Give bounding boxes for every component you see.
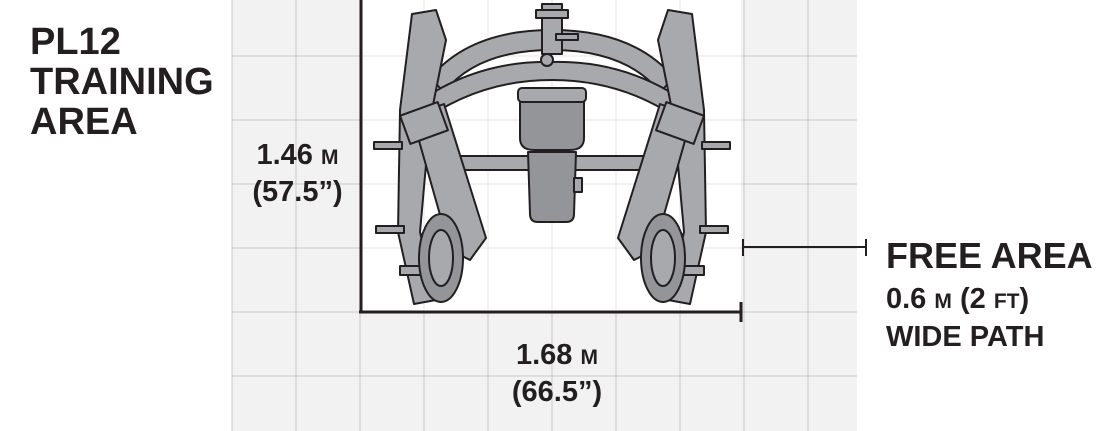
training-area-title: PL12 TRAINING AREA xyxy=(30,22,214,142)
free-area-imperial-value: (2 xyxy=(959,283,986,315)
title-line-1: PL12 xyxy=(30,21,121,63)
depth-imperial: (57.5”) xyxy=(252,176,343,208)
free-area-leader xyxy=(742,239,867,256)
width-metric-value: 1.68 xyxy=(515,339,573,371)
depth-metric-value: 1.46 xyxy=(256,139,313,171)
title-line-3: AREA xyxy=(30,101,138,143)
free-area-metric-unit: M xyxy=(934,290,952,313)
width-metric-unit: M xyxy=(580,346,599,369)
free-area-metric-value: 0.6 xyxy=(886,283,927,315)
width-label: 1.68 M (66.5”) xyxy=(492,338,622,409)
depth-label: 1.46 M (57.5”) xyxy=(240,138,355,209)
free-area-path-label: WIDE PATH xyxy=(886,321,1045,353)
pl12-machine-illustration xyxy=(373,3,731,305)
dimension-lines xyxy=(359,0,743,322)
title-line-2: TRAINING xyxy=(30,61,214,103)
free-area-heading: FREE AREA xyxy=(886,235,1093,276)
depth-metric-unit: M xyxy=(321,146,339,169)
free-area-imperial-unit: FT xyxy=(993,290,1020,313)
width-imperial: (66.5”) xyxy=(511,376,603,408)
free-area-imperial-close: ) xyxy=(1019,283,1030,315)
free-area-dimension: 0.6 M (2 FT) xyxy=(886,282,1029,319)
